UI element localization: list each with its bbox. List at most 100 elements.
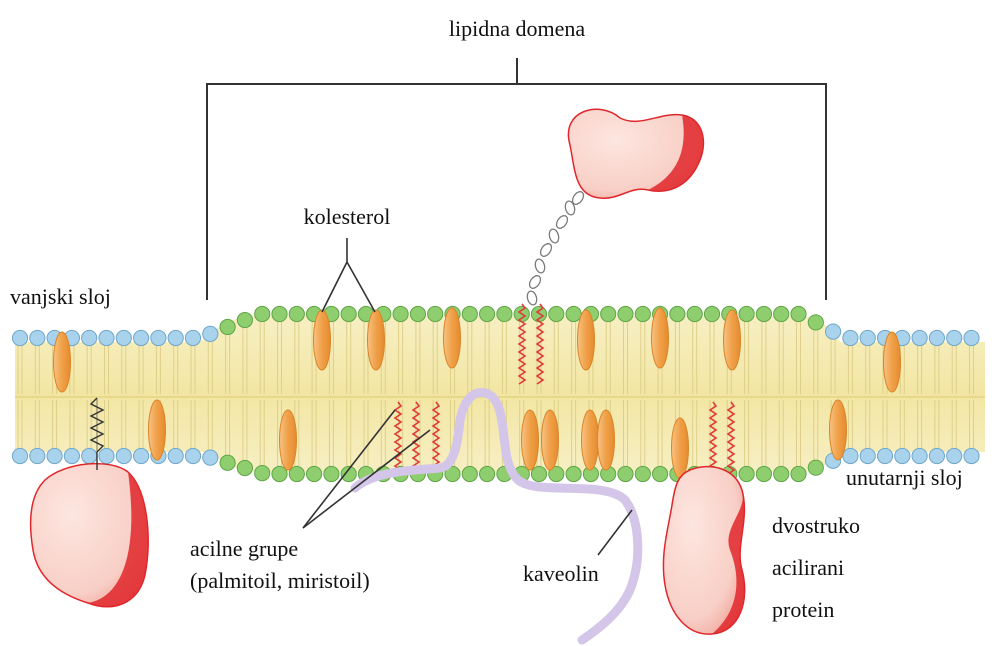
lipid-head: [64, 448, 79, 463]
lipid-head: [843, 448, 858, 463]
lipid-head: [566, 306, 581, 321]
lipid-head: [635, 466, 650, 481]
lipid-head: [82, 448, 97, 463]
lipid-head: [531, 466, 546, 481]
lipid-head: [289, 306, 304, 321]
lipid-head: [549, 306, 564, 321]
lipid-head: [791, 466, 806, 481]
lipid-head: [151, 330, 166, 345]
caveolin-pointer: [598, 510, 632, 555]
lipid-head: [203, 450, 218, 465]
acyl-groups-label-line1: acilne grupe: [190, 536, 298, 561]
lipid-head: [480, 306, 495, 321]
lipid-head: [877, 448, 892, 463]
lipid-head: [289, 466, 304, 481]
lipid-head: [428, 306, 443, 321]
gpi-anchor-chain: [526, 190, 586, 306]
lipid-head: [134, 448, 149, 463]
lipid-head: [618, 466, 633, 481]
cholesterol-molecule: [280, 410, 297, 470]
lipid-head: [653, 466, 668, 481]
protein-label-line2: acilirani: [772, 555, 844, 580]
lipid-head: [168, 330, 183, 345]
lipid-head: [30, 448, 45, 463]
cholesterol-molecule: [830, 400, 847, 460]
cholesterol-molecule: [582, 410, 599, 470]
lipid-head: [739, 306, 754, 321]
lipid-head: [12, 330, 27, 345]
cholesterol-molecule: [578, 310, 595, 370]
lipid-head: [30, 330, 45, 345]
lipid-head: [791, 306, 806, 321]
protein-label-line3: protein: [772, 597, 834, 622]
lipid-head: [912, 330, 927, 345]
lipid-head: [774, 466, 789, 481]
cholesterol-molecule: [54, 332, 71, 392]
lipid-head: [808, 460, 823, 475]
lipid-head: [220, 319, 235, 334]
cholesterol-molecule: [724, 310, 741, 370]
lipid-head: [393, 306, 408, 321]
cholesterol-molecule: [598, 410, 615, 470]
lipid-head: [756, 306, 771, 321]
protein-label-line1: dvostruko: [772, 513, 860, 538]
lipid-head: [618, 306, 633, 321]
lipid-head: [185, 330, 200, 345]
lipid-head: [947, 448, 962, 463]
lipid-head: [116, 330, 131, 345]
cholesterol-molecule: [522, 410, 539, 470]
cholesterol-molecule: [884, 332, 901, 392]
cholesterol-molecule: [444, 308, 461, 368]
gpi-chain-link: [538, 242, 553, 259]
lipid-head: [237, 460, 252, 475]
lipid-head: [497, 306, 512, 321]
lipid-head: [480, 466, 495, 481]
lipid-head: [324, 466, 339, 481]
lipid-head: [964, 330, 979, 345]
gpi-chain-link: [526, 290, 538, 306]
lipid-head: [237, 312, 252, 327]
lipid-head: [272, 306, 287, 321]
lipid-head: [929, 330, 944, 345]
lipid-head: [307, 466, 322, 481]
lipid-head: [947, 330, 962, 345]
lipid-head: [116, 448, 131, 463]
lipid-head: [895, 448, 910, 463]
lipid-head: [99, 448, 114, 463]
lipid-head: [774, 306, 789, 321]
cholesterol-molecule: [542, 410, 559, 470]
doubly-acylated-protein: [663, 467, 744, 635]
lipid-head: [341, 306, 356, 321]
gpi-chain-link: [527, 274, 542, 291]
lipid-head: [826, 324, 841, 339]
cholesterol-pointer-right: [347, 262, 375, 312]
cholesterol-pointer-left: [322, 262, 347, 312]
cholesterol-molecule: [149, 400, 166, 460]
lipid-head: [843, 330, 858, 345]
lipid-head: [964, 448, 979, 463]
cholesterol-molecule: [672, 418, 689, 478]
lipid-head: [860, 330, 875, 345]
lipid-head: [860, 448, 875, 463]
cholesterol-molecule: [652, 308, 669, 368]
lipid-head: [255, 466, 270, 481]
lipid-head: [635, 306, 650, 321]
lipid-head: [601, 306, 616, 321]
lipid-domain-bracket: [207, 58, 826, 300]
lipid-head: [687, 306, 702, 321]
lipid-head: [134, 330, 149, 345]
lipid-head: [168, 448, 183, 463]
cholesterol-molecule: [314, 310, 331, 370]
gpi-chain-link: [554, 214, 569, 231]
lipid-head: [566, 466, 581, 481]
gpi-anchored-protein: [568, 109, 703, 198]
outer-layer-label: vanjski sloj: [10, 284, 111, 309]
lipid-head: [462, 306, 477, 321]
lipid-head: [929, 448, 944, 463]
inner-layer-label: unutarnji sloj: [846, 465, 963, 490]
acyl-groups-label-line2: (palmitoil, miristoil): [190, 568, 370, 593]
lipid-head: [912, 448, 927, 463]
lipid-head: [82, 330, 97, 345]
lipid-head: [185, 448, 200, 463]
